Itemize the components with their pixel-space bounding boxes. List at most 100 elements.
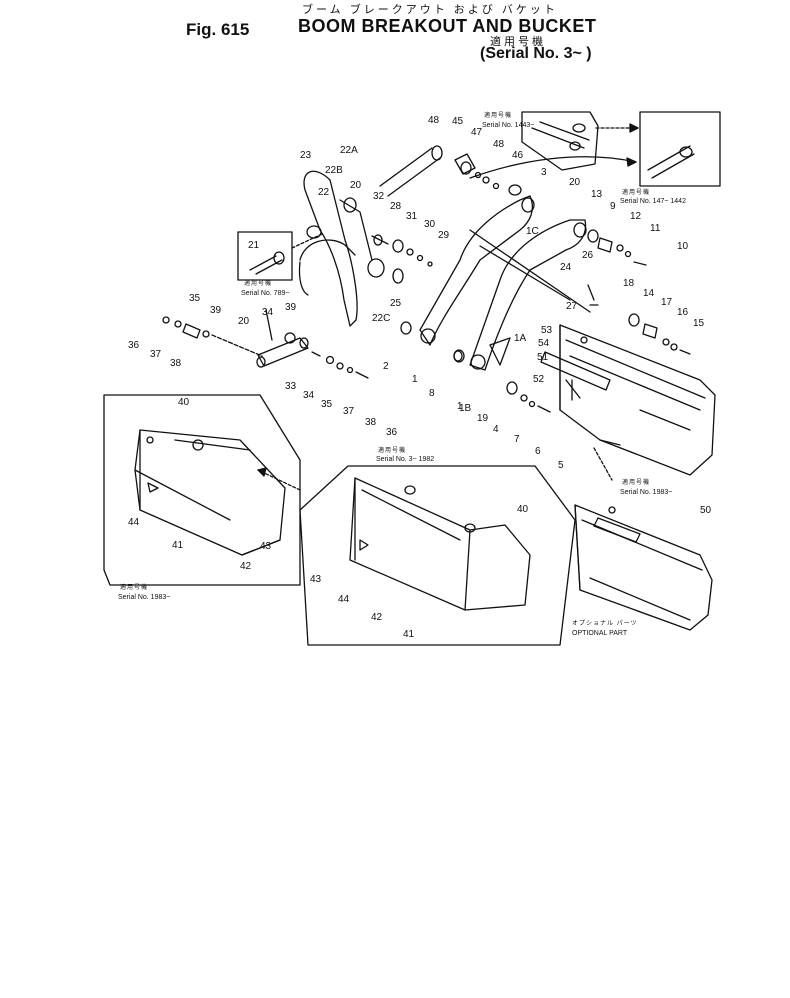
link-arm-22 — [298, 170, 385, 327]
part-callout: 37 — [150, 349, 162, 360]
part-callout: 52 — [533, 374, 545, 385]
part-callout: 22 — [318, 187, 330, 198]
inset-far-right-jp: 適用号機 — [622, 188, 650, 196]
part-callout: 24 — [560, 262, 572, 273]
bucket-right-serial: Serial No. 1983~ — [620, 489, 672, 496]
part-callout: 35 — [321, 399, 333, 410]
part-callout: 22B — [325, 165, 343, 176]
part-callout: 22C — [372, 313, 390, 324]
part-callout: 42 — [240, 561, 252, 572]
inset-serial-147-1442 — [469, 111, 721, 187]
pin-group-28-32 — [371, 234, 433, 284]
part-callout: 1A — [514, 333, 527, 344]
boom-arms — [419, 195, 591, 371]
part-callout: 5 — [558, 460, 564, 471]
part-callout: 25 — [390, 298, 402, 309]
bucket-center-serial: Serial No. 3~ 1982 — [376, 456, 434, 463]
part-callout: 9 — [610, 201, 616, 212]
part-callout: 21 — [248, 240, 260, 251]
part-callout: 53 — [541, 325, 553, 336]
part-callout: 43 — [260, 541, 272, 552]
part-callout: 44 — [128, 517, 140, 528]
part-callout: 36 — [386, 427, 398, 438]
serial-range: (Serial No. 3~ ) — [480, 45, 592, 62]
bucket-center-jp: 適用号機 — [378, 446, 406, 454]
part-callout: 40 — [178, 397, 190, 408]
part-callout: 31 — [406, 211, 418, 222]
part-callout: 34 — [262, 307, 274, 318]
page-title: BOOM BREAKOUT AND BUCKET — [298, 16, 597, 36]
pin-group-9-18 — [587, 229, 691, 355]
part-callout: 38 — [170, 358, 182, 369]
part-callout: 36 — [128, 340, 140, 351]
bucket-right-jp: 適用号機 — [622, 478, 650, 486]
part-callout: 34 — [303, 390, 315, 401]
part-callout: 18 — [623, 278, 635, 289]
part-callout: 13 — [591, 189, 603, 200]
bucket-center-inset — [257, 465, 576, 646]
part-callout: 32 — [373, 191, 385, 202]
part-callout: 15 — [693, 318, 705, 329]
part-callout: 43 — [310, 574, 322, 585]
part-callout: 29 — [438, 230, 450, 241]
part-callout: 40 — [517, 504, 529, 515]
part-callout: 50 — [700, 505, 712, 516]
part-callout: 16 — [677, 307, 689, 318]
pin-rod-top — [379, 145, 522, 197]
inset-pin-serial: Serial No. 789~ — [241, 290, 289, 297]
optional-part-jp: オプショナル パーツ — [572, 620, 638, 627]
part-callout: 3 — [541, 167, 547, 178]
lower-linkage-33 — [162, 309, 369, 379]
part-callout: 47 — [471, 127, 483, 138]
inset-pin-jp: 適用号機 — [244, 279, 272, 287]
part-callout: 23 — [300, 150, 312, 161]
part-callout: 41 — [403, 629, 415, 640]
part-callout: 41 — [172, 540, 184, 551]
part-callout: 10 — [677, 241, 689, 252]
optional-part-label: OPTIONAL PART — [572, 630, 628, 637]
part-callout: 14 — [643, 288, 655, 299]
part-callout: 1 — [412, 374, 418, 385]
bucket-optional — [574, 504, 713, 631]
part-callout: 20 — [238, 316, 250, 327]
part-callout: 12 — [630, 211, 642, 222]
part-callout: 1B — [459, 403, 472, 414]
part-callout: 54 — [538, 338, 550, 349]
part-callout: 48 — [493, 139, 505, 150]
inset-serial-789 — [237, 231, 323, 281]
part-callout: 1 — [457, 401, 463, 412]
pin-group-4-8 — [400, 321, 551, 413]
part-callout: 37 — [343, 406, 355, 417]
part-callout: 7 — [514, 434, 520, 445]
bucket-upper-right — [540, 324, 716, 481]
part-callout: 44 — [338, 594, 350, 605]
bucket-left-jp: 適用号機 — [120, 583, 148, 591]
part-callout: 28 — [390, 201, 402, 212]
part-callout: 42 — [371, 612, 383, 623]
serial-label-japanese: 適用号機 — [490, 36, 546, 48]
inset-top-right-jp: 適用号機 — [484, 111, 512, 119]
figure-label: Fig. 615 — [186, 20, 250, 39]
part-callout: 11 — [650, 223, 661, 234]
part-callout: 4 — [493, 424, 499, 435]
inset-far-right-serial: Serial No. 147~ 1442 — [620, 198, 686, 205]
part-callout: 27 — [566, 301, 578, 312]
inset-top-right-serial: Serial No. 1443~ — [482, 122, 534, 129]
part-callout: 30 — [424, 219, 436, 230]
bucket-left-serial: Serial No. 1983~ — [118, 594, 170, 601]
part-callout: 45 — [452, 116, 464, 127]
part-callout: 20 — [569, 177, 581, 188]
part-callout: 39 — [285, 302, 297, 313]
part-callout: 38 — [365, 417, 377, 428]
part-callout: 48 — [428, 115, 440, 126]
part-callout: 17 — [661, 297, 673, 308]
part-callout: 22A — [340, 145, 358, 156]
part-callout: 51 — [537, 352, 549, 363]
part-callout: 8 — [429, 388, 435, 399]
part-callout: 39 — [210, 305, 222, 316]
title-japanese: ブーム ブレークアウト および バケット — [302, 4, 558, 16]
part-callout: 19 — [477, 413, 489, 424]
inset-serial-1443 — [521, 111, 639, 171]
part-callout: 6 — [535, 446, 541, 457]
